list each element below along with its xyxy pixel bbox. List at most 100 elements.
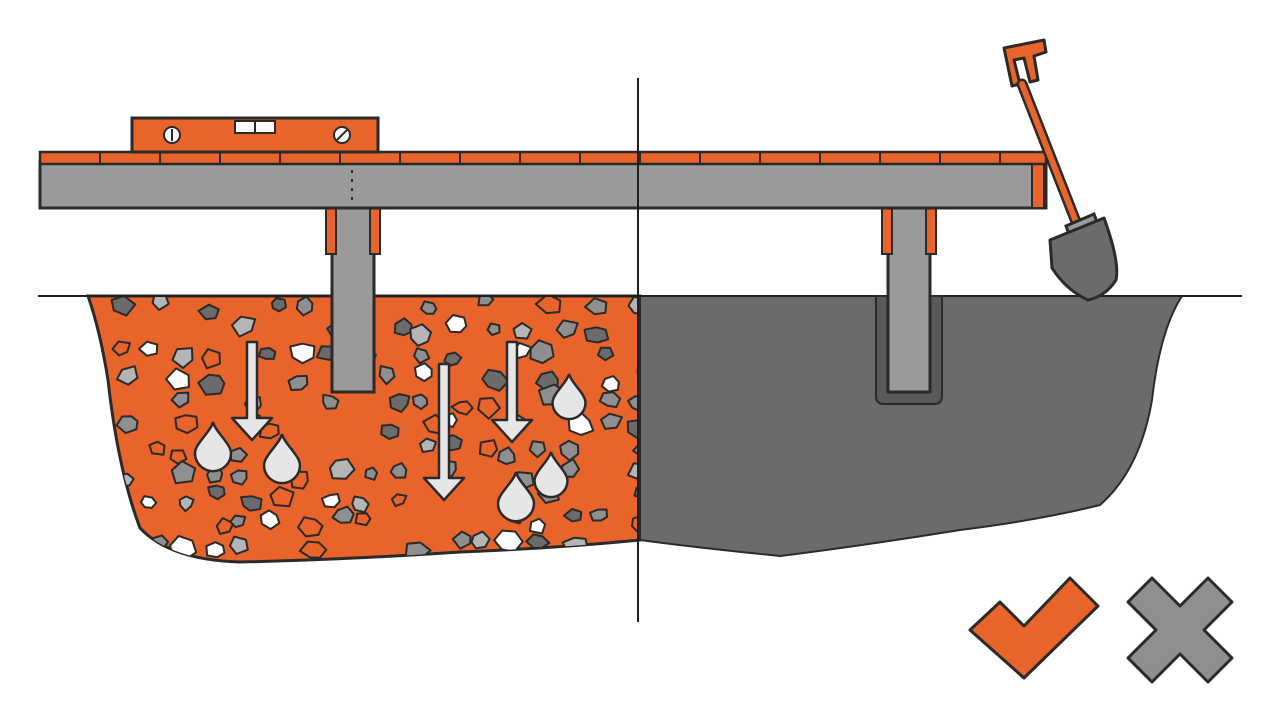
gravel-stone — [380, 423, 400, 440]
deck-beam-end-cap — [1031, 161, 1045, 209]
gravel-stone — [528, 440, 547, 459]
down-arrow-icon — [422, 362, 466, 502]
gravel-stone — [88, 445, 99, 463]
gravel-stone — [174, 414, 199, 435]
gravel-stone — [389, 462, 408, 479]
gravel-stone — [409, 323, 432, 347]
deck-beam — [38, 160, 1048, 210]
gravel-stone — [414, 362, 433, 382]
gravel-stone — [229, 514, 247, 529]
gravel-stone — [598, 391, 622, 409]
gravel-stone — [201, 348, 221, 370]
gravel-stone — [331, 505, 355, 524]
gravel-stone — [478, 439, 499, 458]
gravel-stone — [512, 322, 533, 340]
gravel-stone — [486, 322, 501, 336]
soil-mass — [639, 295, 1184, 558]
gravel-stone — [443, 351, 463, 367]
gravel-stone — [589, 508, 608, 522]
post-left — [325, 204, 381, 394]
cross-icon — [1126, 576, 1234, 684]
gravel-stone — [411, 393, 429, 411]
post-bracket-left — [325, 205, 337, 255]
gravel-stone — [88, 390, 104, 407]
gravel-stone — [600, 412, 623, 430]
deck — [38, 150, 1048, 210]
gravel-stone — [378, 365, 396, 386]
gravel-stone — [269, 485, 295, 508]
drainage-indicators — [193, 340, 587, 523]
post-bracket-right — [881, 205, 893, 255]
gravel-stone — [295, 296, 314, 317]
gravel-stone — [228, 535, 249, 555]
post-right — [881, 204, 937, 394]
post-bracket-right — [925, 205, 937, 255]
gravel-stone — [197, 373, 226, 396]
gravel-stone — [270, 297, 287, 313]
gravel-stone — [451, 530, 472, 550]
deck-boards — [38, 150, 1048, 166]
gravel-stone — [289, 342, 316, 365]
gravel-stone — [393, 317, 413, 337]
gravel-stone — [240, 495, 263, 512]
gravel-stone — [559, 439, 580, 462]
gravel-stone — [148, 440, 166, 456]
gravel-stone — [197, 303, 220, 321]
gravel-stone — [322, 393, 340, 410]
gravel-stone — [583, 326, 610, 344]
gravel-stone — [116, 365, 139, 386]
gravel-stone — [354, 512, 372, 527]
gravel-stone — [229, 469, 248, 486]
gravel-stone — [413, 347, 431, 365]
gravel-stone — [320, 493, 341, 509]
water-drop-icon — [262, 433, 302, 485]
gravel-stone — [170, 391, 190, 409]
gravel-stone — [419, 437, 437, 453]
gravel-stone — [298, 540, 328, 559]
gravel-stone — [171, 347, 194, 369]
gravel-stone — [170, 460, 197, 485]
gravel-stone — [596, 346, 615, 362]
gravel-stone — [297, 516, 324, 538]
gravel-stone — [178, 495, 195, 513]
gravel-stone — [259, 509, 281, 531]
gravel-stone — [328, 458, 356, 480]
gravel-stone — [497, 446, 516, 466]
gravel-stone — [444, 314, 468, 334]
gravel-stone — [88, 415, 106, 428]
gravel-stone — [205, 541, 226, 559]
gravel-stone — [563, 508, 583, 523]
gravel-stone — [207, 484, 226, 501]
gravel-stone — [88, 492, 99, 514]
down-arrow-icon — [490, 340, 534, 444]
gravel-stone — [257, 347, 277, 360]
gravel-stone — [115, 415, 139, 434]
water-drop-icon — [551, 373, 587, 421]
deck-board-joints — [99, 152, 1001, 164]
gravel-stone — [525, 533, 551, 550]
gravel-stone — [111, 340, 131, 357]
gravel-stone — [419, 300, 438, 315]
gravel-stone — [450, 400, 474, 416]
gravel-stone — [477, 397, 501, 420]
gravel-stone — [470, 530, 491, 550]
gravel-stone — [388, 393, 411, 413]
gravel-stone — [364, 466, 379, 481]
gravel-stone — [390, 493, 408, 508]
gravel-stone — [555, 319, 579, 339]
gravel-stone — [529, 339, 555, 365]
water-drop-icon — [533, 451, 569, 499]
water-drop-icon — [193, 421, 233, 473]
down-arrow-icon — [230, 340, 274, 442]
shovel-icon — [1002, 38, 1119, 302]
gravel-stone — [351, 495, 370, 514]
gravel-stone — [139, 495, 158, 509]
spirit-level-icon — [130, 116, 380, 154]
check-icon — [968, 576, 1100, 680]
water-drop-icon — [496, 471, 536, 523]
gravel-stone — [287, 374, 309, 391]
gravel-stone — [151, 296, 170, 311]
gravel-stone — [534, 296, 562, 315]
